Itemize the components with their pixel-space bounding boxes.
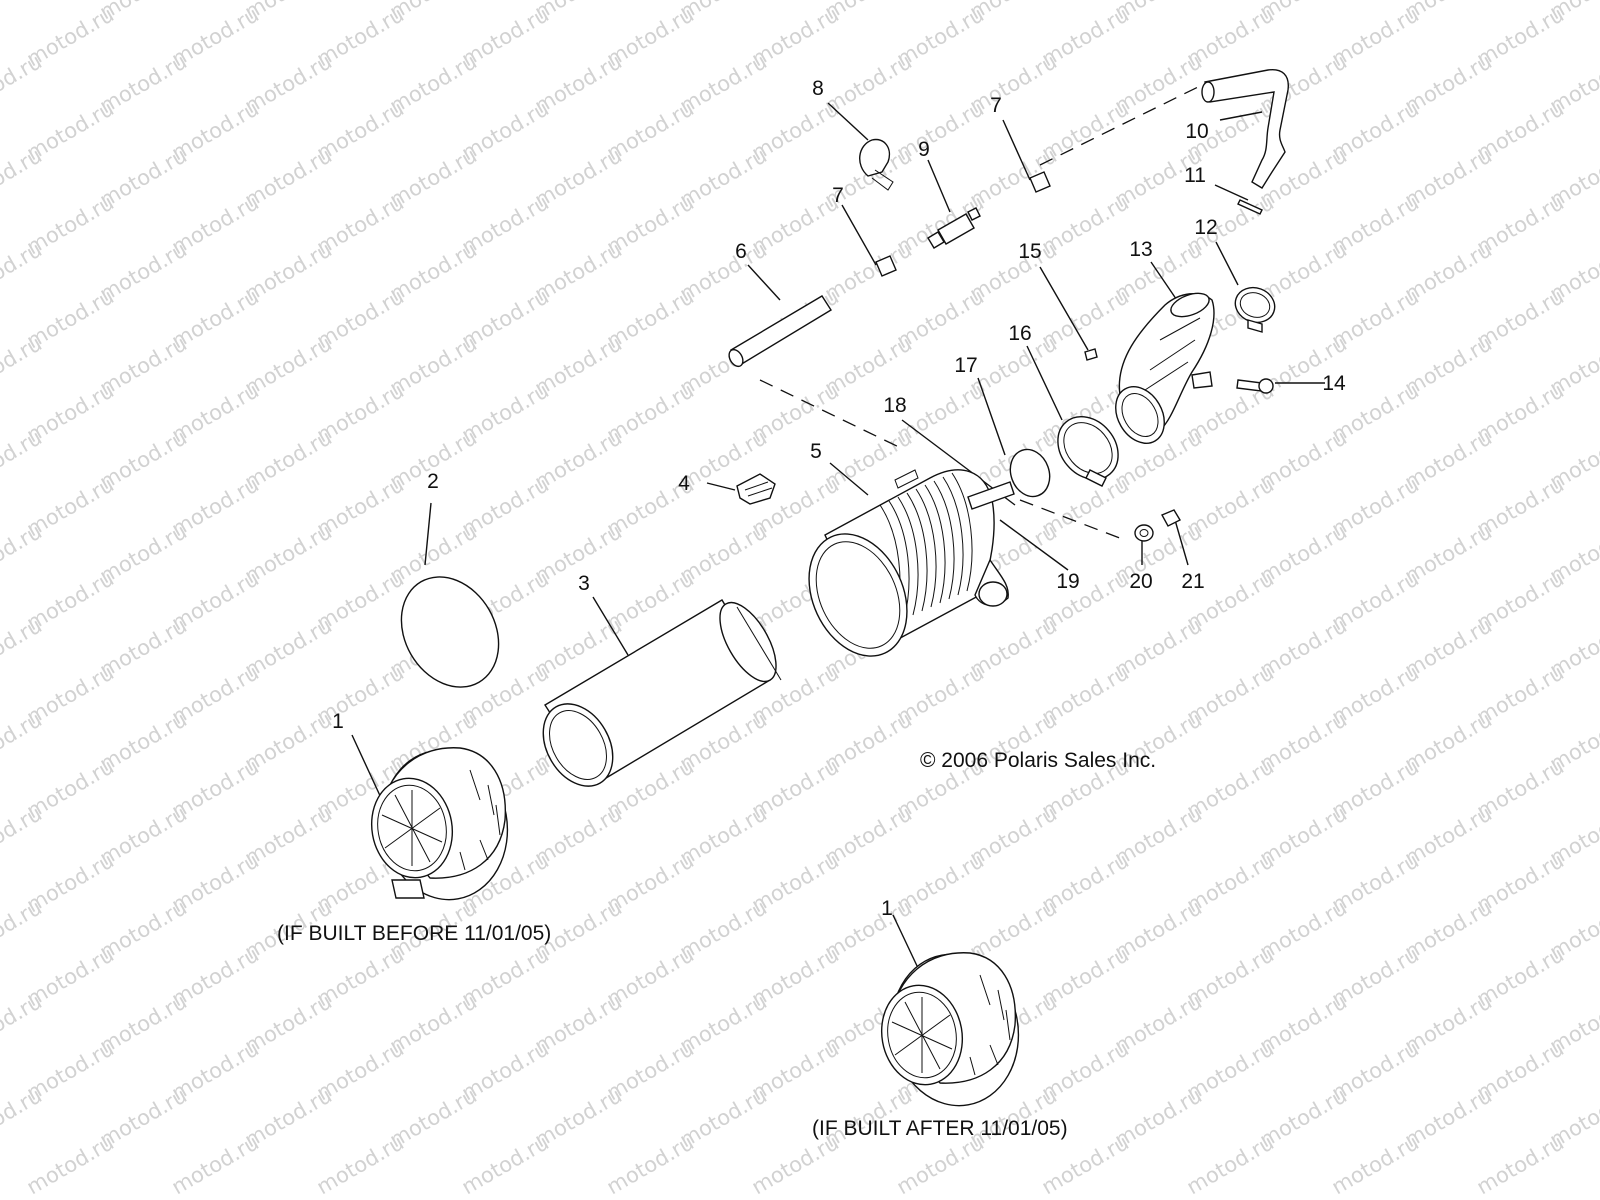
housing-rib <box>951 472 973 592</box>
callout-6: 6 <box>735 240 747 263</box>
part-20-nut <box>1134 524 1154 542</box>
watermark-text: motod.ru <box>23 1130 118 1199</box>
part-2-gasket <box>400 576 500 688</box>
housing-rib <box>906 492 928 612</box>
callout-7-lower: 7 <box>832 184 844 207</box>
part-21-cap <box>1161 509 1181 527</box>
part-4-latch <box>736 473 776 505</box>
callout-labels: 1 2 3 4 5 6 7 7 8 9 10 11 12 13 14 15 16… <box>332 77 1346 920</box>
part-14-screw <box>1236 378 1274 394</box>
callout-19: 19 <box>1056 570 1079 593</box>
watermark-text: motod.ru <box>0 989 46 1058</box>
housing-rib <box>915 488 937 608</box>
callout-20: 20 <box>1129 570 1152 593</box>
watermark-text: motod.ru <box>1473 1130 1568 1199</box>
part-15-plug <box>1084 348 1098 361</box>
callout-21: 21 <box>1181 570 1204 593</box>
leader-lines <box>351 102 1325 969</box>
part-5-housing <box>808 469 1015 657</box>
callout-1-before: 1 <box>332 710 344 733</box>
housing-rib <box>924 484 946 604</box>
watermark-text: motod.ru <box>1183 1130 1278 1199</box>
watermark-text: motod.ru <box>0 237 46 306</box>
part-7-clamp-upper <box>1029 171 1051 193</box>
watermark-text: motod.ru <box>0 0 46 24</box>
part-8-clamp <box>859 138 894 191</box>
watermark-text: motod.ru <box>168 1130 263 1199</box>
watermark-text: motod.ru <box>1038 1130 1133 1199</box>
part-1-cover-before <box>370 747 509 901</box>
watermark-text: motod.ru <box>748 1130 843 1199</box>
callout-4: 4 <box>678 472 690 495</box>
part-12-hose-clamp <box>1234 286 1276 333</box>
housing-rib <box>897 496 919 616</box>
callout-14: 14 <box>1322 372 1346 395</box>
built-after-note: (IF BUILT AFTER 11/01/05) <box>812 1117 1068 1140</box>
watermark-text: motod.ru <box>0 613 46 682</box>
watermark-text: motod.ru <box>1328 1130 1423 1199</box>
callout-9: 9 <box>918 138 930 161</box>
part-17-seal <box>1009 448 1051 498</box>
watermark-text: motod.ru <box>0 143 46 212</box>
callout-17: 17 <box>954 354 977 377</box>
watermark-text: motod.ru <box>0 425 46 494</box>
callout-18: 18 <box>883 394 906 417</box>
watermark-text: motod.ru <box>0 519 46 588</box>
callout-13: 13 <box>1129 238 1152 261</box>
watermark-text: motod.ru <box>0 895 46 964</box>
watermark-text: motod.ru <box>0 1083 46 1152</box>
watermark-text: motod.ru <box>458 1130 553 1199</box>
copyright-notice: © 2006 Polaris Sales Inc. <box>920 749 1156 772</box>
watermark-text: motod.ru <box>313 1130 408 1199</box>
part-11-pin <box>1237 199 1263 215</box>
part-9-fitting <box>927 207 981 249</box>
part-16-band-clamp <box>1057 416 1119 487</box>
watermark-text: motod.ru <box>0 801 46 870</box>
watermark-text: motod.ru <box>0 331 46 400</box>
part-10-hose <box>1201 68 1289 189</box>
callout-3: 3 <box>578 572 590 595</box>
callout-7-upper: 7 <box>990 94 1002 117</box>
callout-5: 5 <box>810 440 822 463</box>
notes: © 2006 Polaris Sales Inc. (IF BUILT BEFO… <box>277 749 1156 1140</box>
housing-rib <box>933 480 955 600</box>
callout-10: 10 <box>1185 120 1208 143</box>
callout-16: 16 <box>1008 322 1031 345</box>
part-1-cover-after <box>880 952 1020 1107</box>
built-before-note: (IF BUILT BEFORE 11/01/05) <box>277 922 551 945</box>
part-13-intake-duct <box>1115 292 1215 444</box>
callout-11: 11 <box>1184 164 1206 187</box>
alignment-dashed-lines <box>759 85 1201 541</box>
callout-1-after: 1 <box>881 897 893 920</box>
watermark-text: motod.ru <box>0 49 46 118</box>
part-3-filter-tube <box>542 599 782 787</box>
watermark-text: motod.ru <box>0 707 46 776</box>
housing-rib <box>942 476 964 596</box>
callout-8: 8 <box>812 77 824 100</box>
callout-15: 15 <box>1018 240 1041 263</box>
callout-12: 12 <box>1194 216 1217 239</box>
part-6-tube <box>728 295 832 368</box>
watermark-text: motod.ru <box>893 1130 988 1199</box>
part-7-clamp-lower <box>875 255 897 277</box>
callout-2: 2 <box>427 470 439 493</box>
watermark-text: motod.ru <box>603 1130 698 1199</box>
